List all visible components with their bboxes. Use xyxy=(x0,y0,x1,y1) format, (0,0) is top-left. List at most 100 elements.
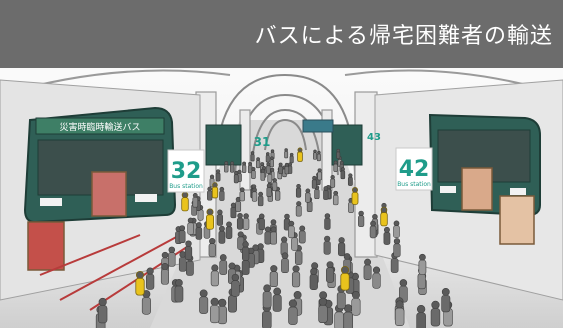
person-icon xyxy=(347,173,353,186)
person-icon xyxy=(351,186,359,205)
person-icon xyxy=(340,265,350,291)
person-icon xyxy=(141,290,151,315)
person-icon xyxy=(205,208,214,230)
bay-left-caption: Bus station xyxy=(169,183,203,190)
person-icon xyxy=(229,161,235,173)
person-icon xyxy=(230,202,237,219)
person-icon xyxy=(199,289,209,314)
person-icon xyxy=(383,226,391,245)
person-icon xyxy=(251,167,256,179)
person-icon xyxy=(260,168,266,181)
person-icon xyxy=(207,186,213,201)
person-icon xyxy=(330,175,336,188)
bay-right-caption: Bus station xyxy=(397,181,431,188)
person-icon xyxy=(318,297,328,324)
person-icon xyxy=(317,168,322,181)
person-icon xyxy=(430,300,441,327)
person-icon xyxy=(216,209,223,226)
person-icon xyxy=(340,167,346,180)
person-icon xyxy=(187,217,194,235)
person-icon xyxy=(336,148,341,159)
person-icon xyxy=(241,161,247,173)
bay-sign-left: 32 Bus station xyxy=(167,149,205,193)
person-icon xyxy=(184,240,193,260)
bay-far-left-number: 31 xyxy=(254,135,271,149)
person-icon xyxy=(351,290,361,316)
person-icon xyxy=(309,267,318,290)
person-icon xyxy=(219,186,225,201)
person-icon xyxy=(416,304,426,328)
bus-destination-sign: 災害時臨時輸送バス xyxy=(59,121,140,133)
person-icon xyxy=(280,236,288,256)
person-icon xyxy=(265,152,270,163)
person-icon xyxy=(311,175,317,189)
person-icon xyxy=(264,226,272,245)
person-icon xyxy=(210,264,219,287)
person-icon xyxy=(295,201,302,217)
person-icon xyxy=(278,162,283,175)
person-icon xyxy=(192,192,199,208)
person-icon xyxy=(324,213,331,230)
person-icon xyxy=(338,237,346,257)
person-icon xyxy=(281,252,289,274)
person-icon xyxy=(235,196,242,212)
person-icon xyxy=(266,162,271,174)
person-icon xyxy=(393,238,401,258)
person-icon xyxy=(210,297,220,324)
bay-sign-right: 42 Bus station xyxy=(395,147,433,191)
person-icon xyxy=(219,254,228,275)
person-icon xyxy=(258,213,265,231)
person-icon xyxy=(288,220,295,239)
person-icon xyxy=(289,152,294,164)
person-icon xyxy=(369,220,377,239)
person-icon xyxy=(284,162,290,175)
person-icon xyxy=(217,298,227,325)
person-icon xyxy=(247,161,253,174)
person-icon xyxy=(316,150,321,162)
person-icon xyxy=(332,190,339,206)
person-icon xyxy=(287,162,293,174)
person-icon xyxy=(135,270,145,296)
person-icon xyxy=(146,267,155,290)
person-icon xyxy=(160,262,169,285)
person-icon xyxy=(178,225,186,244)
person-icon xyxy=(394,300,405,326)
staff-figures xyxy=(135,147,412,296)
wall-posters xyxy=(27,167,535,271)
person-icon xyxy=(241,241,250,261)
person-icon xyxy=(295,183,302,198)
person-icon xyxy=(343,304,354,328)
person-icon xyxy=(195,222,203,240)
person-icon xyxy=(231,273,240,297)
person-icon xyxy=(224,161,229,173)
title-bar: バスによる帰宅困難者の輸送 xyxy=(0,0,563,68)
person-icon xyxy=(239,187,245,202)
person-icon xyxy=(211,182,219,199)
person-icon xyxy=(358,210,365,228)
person-icon xyxy=(291,265,301,288)
person-icon xyxy=(284,148,289,159)
person-icon xyxy=(255,157,261,169)
person-icon xyxy=(251,187,258,202)
person-icon xyxy=(305,188,311,203)
person-icon xyxy=(98,297,108,324)
person-icon xyxy=(266,183,272,197)
person-icon xyxy=(174,279,184,303)
page-title: バスによる帰宅困難者の輸送 xyxy=(254,24,553,49)
person-icon xyxy=(208,237,216,258)
person-icon xyxy=(233,170,239,184)
person-icon xyxy=(270,226,277,245)
person-icon xyxy=(372,266,381,289)
person-icon xyxy=(418,253,427,275)
person-icon xyxy=(297,147,303,162)
person-icon xyxy=(363,258,372,280)
person-icon xyxy=(243,213,250,230)
person-icon xyxy=(298,225,306,244)
person-icon xyxy=(181,191,189,212)
bay-right-number: 42 xyxy=(399,157,430,182)
person-icon xyxy=(323,186,329,200)
bay-left-number: 32 xyxy=(171,159,202,184)
person-icon xyxy=(333,160,338,172)
person-icon xyxy=(237,231,245,250)
